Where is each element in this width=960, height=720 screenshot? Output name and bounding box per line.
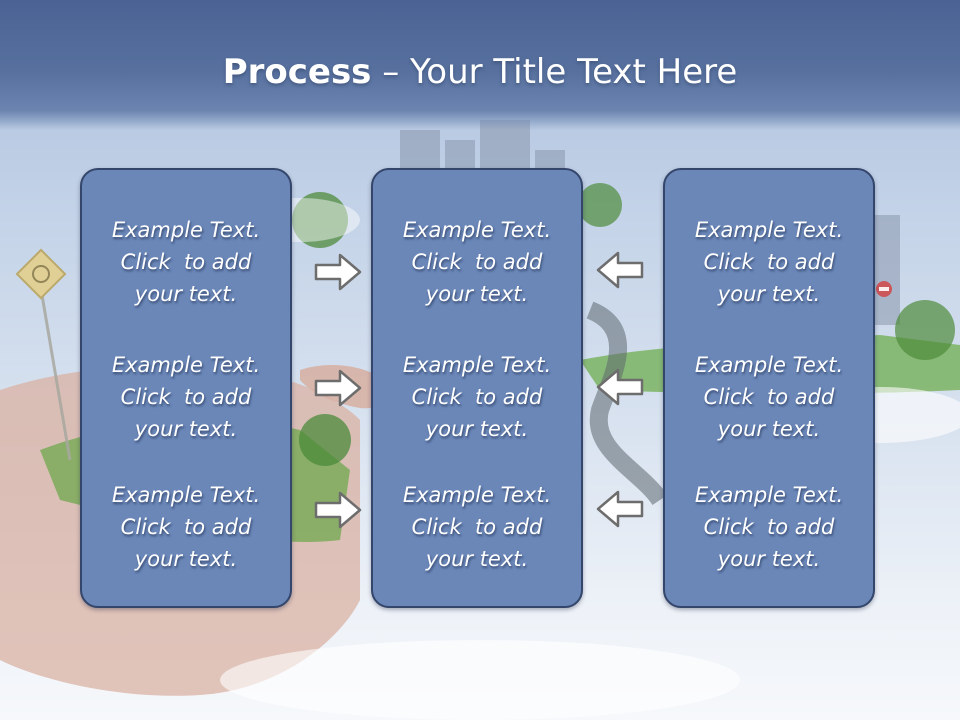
- text-line: Click to add: [703, 250, 835, 274]
- arrow-right-icon: [314, 253, 362, 291]
- text-line: Example Text.: [694, 483, 844, 507]
- text-line: your text.: [717, 417, 821, 441]
- text-line: Click to add: [703, 515, 835, 539]
- text-line: Click to add: [120, 515, 252, 539]
- process-box-right[interactable]: Example Text. Click to add your text. Ex…: [663, 168, 875, 608]
- arrow-right-icon: [314, 491, 362, 529]
- text-line: your text.: [717, 547, 821, 571]
- title-rest: – Your Title Text Here: [371, 52, 738, 92]
- process-box-left[interactable]: Example Text. Click to add your text. Ex…: [80, 168, 292, 608]
- text-placeholder[interactable]: Example Text. Click to add your text.: [665, 214, 873, 310]
- arrow-right-icon: [314, 369, 362, 407]
- text-line: your text.: [717, 282, 821, 306]
- text-line: Example Text.: [694, 353, 844, 377]
- text-line: your text.: [425, 417, 529, 441]
- text-placeholder[interactable]: Example Text. Click to add your text.: [373, 214, 581, 310]
- text-placeholder[interactable]: Example Text. Click to add your text.: [373, 349, 581, 445]
- text-line: your text.: [134, 417, 238, 441]
- text-placeholder[interactable]: Example Text. Click to add your text.: [82, 349, 290, 445]
- arrow-left-icon: [596, 368, 644, 406]
- text-line: Click to add: [411, 250, 543, 274]
- text-line: Example Text.: [111, 353, 261, 377]
- slide-title[interactable]: Process – Your Title Text Here: [0, 52, 960, 92]
- text-line: your text.: [425, 547, 529, 571]
- text-line: Example Text.: [402, 353, 552, 377]
- title-bold: Process: [222, 52, 372, 92]
- text-placeholder[interactable]: Example Text. Click to add your text.: [82, 214, 290, 310]
- text-placeholder[interactable]: Example Text. Click to add your text.: [665, 349, 873, 445]
- text-line: Example Text.: [111, 483, 261, 507]
- arrow-left-icon: [596, 251, 644, 289]
- title-band: [0, 0, 960, 130]
- process-box-center[interactable]: Example Text. Click to add your text. Ex…: [371, 168, 583, 608]
- arrow-left-icon: [596, 490, 644, 528]
- text-line: Click to add: [120, 250, 252, 274]
- text-line: Click to add: [411, 515, 543, 539]
- text-line: Example Text.: [402, 483, 552, 507]
- text-placeholder[interactable]: Example Text. Click to add your text.: [665, 479, 873, 575]
- text-line: Click to add: [703, 385, 835, 409]
- text-line: Click to add: [411, 385, 543, 409]
- text-line: Example Text.: [402, 218, 552, 242]
- text-line: your text.: [134, 282, 238, 306]
- text-placeholder[interactable]: Example Text. Click to add your text.: [373, 479, 581, 575]
- text-line: Click to add: [120, 385, 252, 409]
- text-line: Example Text.: [694, 218, 844, 242]
- text-placeholder[interactable]: Example Text. Click to add your text.: [82, 479, 290, 575]
- text-line: Example Text.: [111, 218, 261, 242]
- text-line: your text.: [425, 282, 529, 306]
- text-line: your text.: [134, 547, 238, 571]
